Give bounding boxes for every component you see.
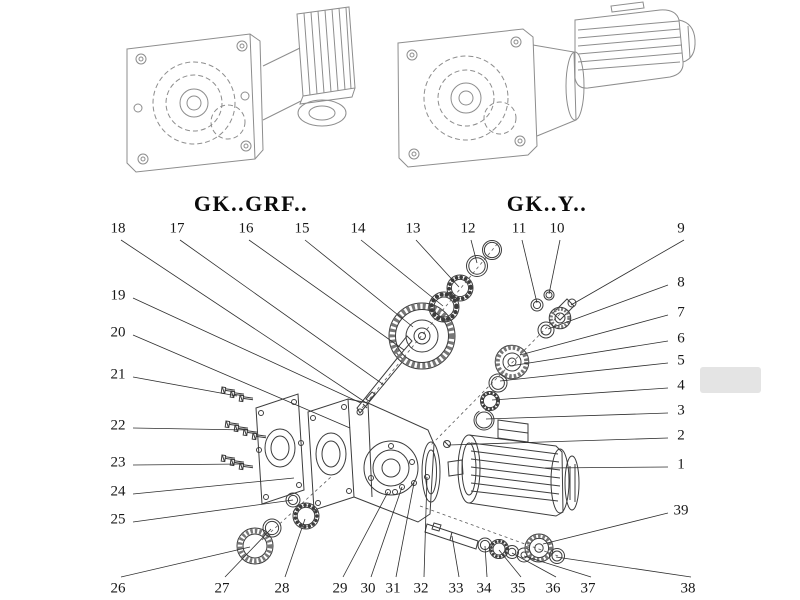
- part-number-38: 38: [680, 580, 696, 597]
- leader-line-23: [132, 463, 244, 466]
- lower-bearing-kit: [236, 492, 320, 565]
- leader-line-24: [132, 477, 295, 495]
- leader-line-16: [248, 239, 405, 351]
- part-number-24: 24: [110, 483, 126, 500]
- leader-line-32: [423, 476, 428, 578]
- part-number-4: 4: [677, 377, 685, 394]
- part-number-33: 33: [448, 580, 464, 597]
- part-number-13: 13: [405, 220, 421, 237]
- part-number-22: 22: [110, 417, 126, 434]
- leader-line-20: [132, 334, 351, 429]
- leader-line-6: [509, 340, 669, 367]
- leader-line-27: [224, 528, 272, 578]
- gearbox-housing: [307, 398, 451, 523]
- leader-line-22: [132, 427, 249, 431]
- bevel-gear-set: [473, 321, 555, 431]
- leader-line-29: [342, 491, 389, 578]
- part-number-16: 16: [238, 220, 254, 237]
- part-number-32: 32: [413, 580, 429, 597]
- input-bearing-set: [428, 240, 502, 323]
- leader-line-11: [521, 239, 538, 304]
- leader-lines: [120, 239, 692, 578]
- leader-line-31: [395, 482, 415, 578]
- part-number-17: 17: [169, 220, 185, 237]
- part-number-23: 23: [110, 454, 126, 471]
- leader-line-28: [284, 518, 306, 578]
- leader-line-12: [470, 239, 478, 264]
- gearbox-grf-drawing: [126, 6, 356, 173]
- leader-line-10: [548, 239, 561, 295]
- leader-line-30: [370, 486, 403, 578]
- output-shaft-kit: [424, 522, 565, 564]
- leader-line-34: [484, 545, 488, 578]
- leader-line-18: [120, 239, 369, 405]
- leader-line-14: [360, 239, 444, 307]
- part-number-29: 29: [332, 580, 348, 597]
- leader-line-39: [542, 512, 669, 545]
- gearbox-y-drawing: [397, 1, 696, 168]
- part-number-25: 25: [110, 511, 126, 528]
- leader-line-15: [304, 239, 414, 328]
- part-number-27: 27: [214, 580, 230, 597]
- leader-line-25: [132, 499, 294, 523]
- leader-line-33: [451, 535, 460, 578]
- part-number-14: 14: [350, 220, 366, 237]
- variant-label-y: GK..Y..: [506, 191, 588, 216]
- part-number-1: 1: [677, 456, 685, 473]
- leader-line-1: [544, 466, 669, 469]
- input-shaft: [356, 335, 413, 414]
- assembly-axis-lines: [261, 242, 561, 557]
- leader-line-26: [120, 546, 251, 578]
- part-number-30: 30: [360, 580, 376, 597]
- leader-line-37: [523, 555, 592, 578]
- leader-line-9: [570, 239, 685, 306]
- part-number-26: 26: [110, 580, 126, 597]
- leader-line-2: [448, 437, 669, 446]
- leader-line-17: [179, 239, 385, 386]
- part-number-37: 37: [580, 580, 596, 597]
- part-number-20: 20: [110, 324, 126, 341]
- leader-line-38: [555, 556, 692, 578]
- part-number-10: 10: [549, 220, 565, 237]
- part-number-15: 15: [294, 220, 310, 237]
- leader-line-19: [132, 297, 362, 404]
- main-helical-gear: [388, 302, 456, 370]
- part-number-8: 8: [677, 274, 685, 291]
- part-number-35: 35: [510, 580, 526, 597]
- part-number-19: 19: [110, 287, 126, 304]
- part-number-6: 6: [677, 330, 685, 347]
- flange-plate: [255, 393, 305, 505]
- leader-line-8: [547, 284, 669, 330]
- part-number-39: 39: [673, 502, 689, 519]
- part-number-21: 21: [110, 366, 126, 383]
- leader-line-4: [491, 387, 669, 401]
- part-number-28: 28: [274, 580, 290, 597]
- part-number-31: 31: [385, 580, 401, 597]
- part-number-36: 36: [545, 580, 561, 597]
- watermark: [700, 367, 761, 393]
- electric-motor: [447, 419, 580, 517]
- input-pinion-set: [530, 289, 577, 330]
- part-number-2: 2: [677, 427, 685, 444]
- leader-line-35: [498, 549, 522, 578]
- part-number-12: 12: [460, 220, 476, 237]
- leader-line-21: [132, 376, 238, 397]
- leader-line-3: [485, 412, 669, 420]
- leader-line-5: [499, 362, 669, 382]
- part-number-11: 11: [511, 220, 527, 237]
- leader-line-7: [519, 314, 669, 356]
- part-number-18: 18: [110, 220, 126, 237]
- part-number-7: 7: [677, 304, 685, 321]
- part-number-34: 34: [476, 580, 492, 597]
- variant-label-grf: GK..GRF..: [193, 191, 309, 216]
- leader-line-36: [511, 552, 557, 578]
- leader-line-13: [415, 239, 460, 288]
- part-number-5: 5: [677, 352, 685, 369]
- part-number-3: 3: [677, 402, 685, 419]
- part-number-9: 9: [677, 220, 685, 237]
